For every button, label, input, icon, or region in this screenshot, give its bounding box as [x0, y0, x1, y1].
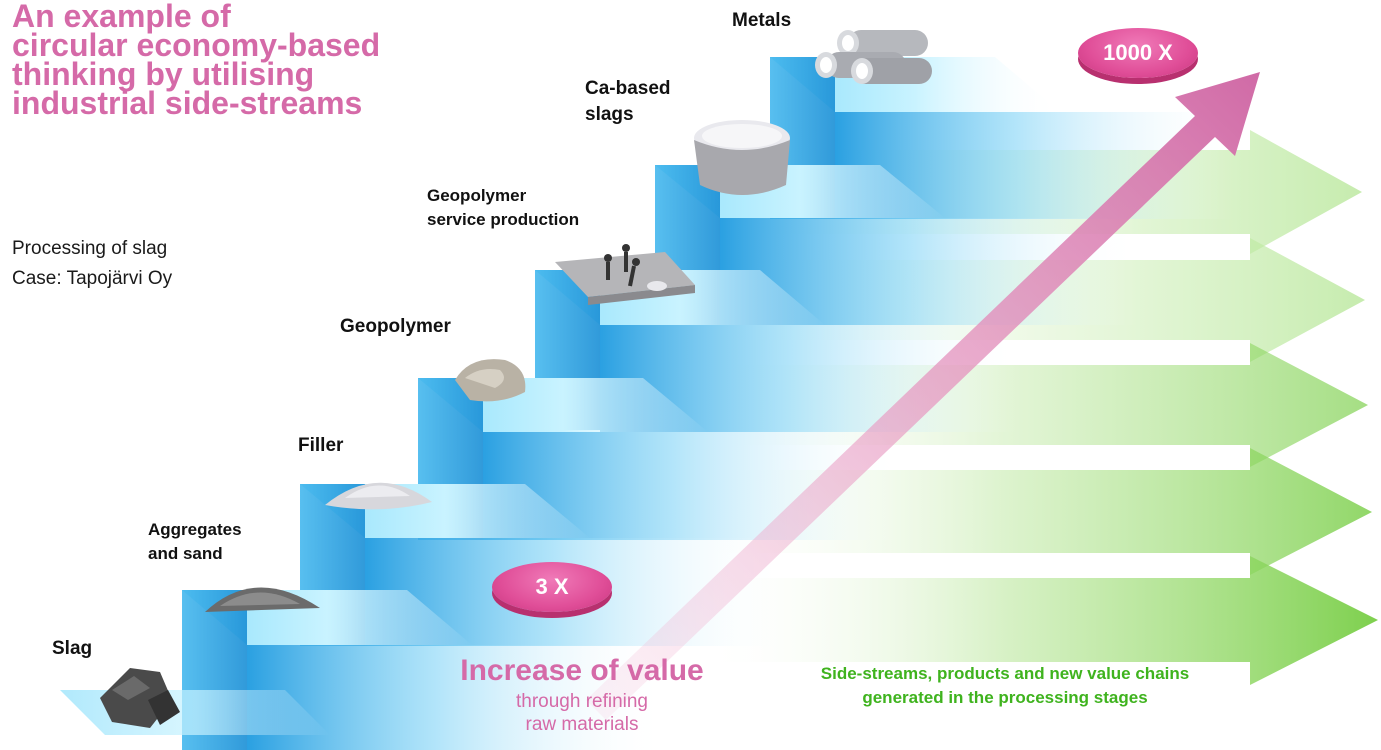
- value-increase-arrow: [586, 72, 1260, 720]
- title-line-1: An example of: [12, 0, 231, 34]
- step-label-line: Geopolymer: [427, 186, 527, 205]
- step-label-ca-based-slags: Ca-based slags: [585, 76, 671, 128]
- side-stream-arrow-5: [700, 556, 1378, 685]
- diagram-title: An example of circular economy-based thi…: [12, 0, 472, 121]
- side-streams-caption: Side-streams, products and new value cha…: [745, 662, 1265, 710]
- staircase-steps: [60, 57, 1235, 750]
- value-increase-title: Increase of value: [460, 654, 704, 687]
- badge-1000x: 1000 X: [1078, 28, 1198, 78]
- subtitle-line-2: Case: Tapojärvi Oy: [12, 268, 173, 289]
- value-sub-line-1: through refining: [515, 691, 649, 712]
- title-line-4: industrial side-streams: [12, 85, 363, 121]
- metal-pipes-icon: [815, 30, 932, 84]
- step-label-metals: Metals: [732, 8, 791, 34]
- step-label-line: Geopolymer: [340, 316, 451, 337]
- step-label-line: service production: [427, 210, 580, 229]
- step-label-line: Ca-based: [585, 78, 671, 99]
- case-description: Processing of slag Case: Tapojärvi Oy: [12, 234, 172, 294]
- subtitle-line-1: Processing of slag: [12, 238, 168, 259]
- title-line-2: circular economy-based: [12, 27, 381, 63]
- geopolymer-stone-icon: [455, 359, 526, 402]
- step-label-line: Aggregates: [148, 520, 242, 539]
- step-label-line: slags: [585, 104, 634, 125]
- value-sub-line-2: raw materials: [525, 714, 639, 735]
- side-streams-line-1: Side-streams, products and new value cha…: [820, 664, 1190, 683]
- step-label-line: Metals: [732, 10, 792, 31]
- step-label-filler: Filler: [298, 433, 343, 459]
- filler-powder-icon: [325, 482, 432, 510]
- step-label-line: Filler: [298, 435, 344, 456]
- step-label-line: and sand: [148, 544, 223, 563]
- concrete-slab-workers-icon: [555, 244, 695, 305]
- title-line-3: thinking by utilising: [12, 56, 315, 92]
- step-label-aggregates: Aggregates and sand: [148, 518, 242, 566]
- badge-3x: 3 X: [492, 562, 612, 612]
- aggregate-pile-icon: [205, 587, 320, 612]
- slag-rocks-icon: [100, 668, 180, 728]
- value-increase-subtitle: through refining raw materials: [452, 690, 712, 736]
- step-label-service-production: Geopolymer service production: [427, 184, 579, 232]
- powder-bowl-icon: [694, 120, 790, 195]
- step-label-geopolymer: Geopolymer: [340, 314, 451, 340]
- step-label-line: Slag: [52, 638, 93, 659]
- side-streams-line-2: generated in the processing stages: [862, 688, 1148, 707]
- step-label-slag: Slag: [52, 636, 92, 662]
